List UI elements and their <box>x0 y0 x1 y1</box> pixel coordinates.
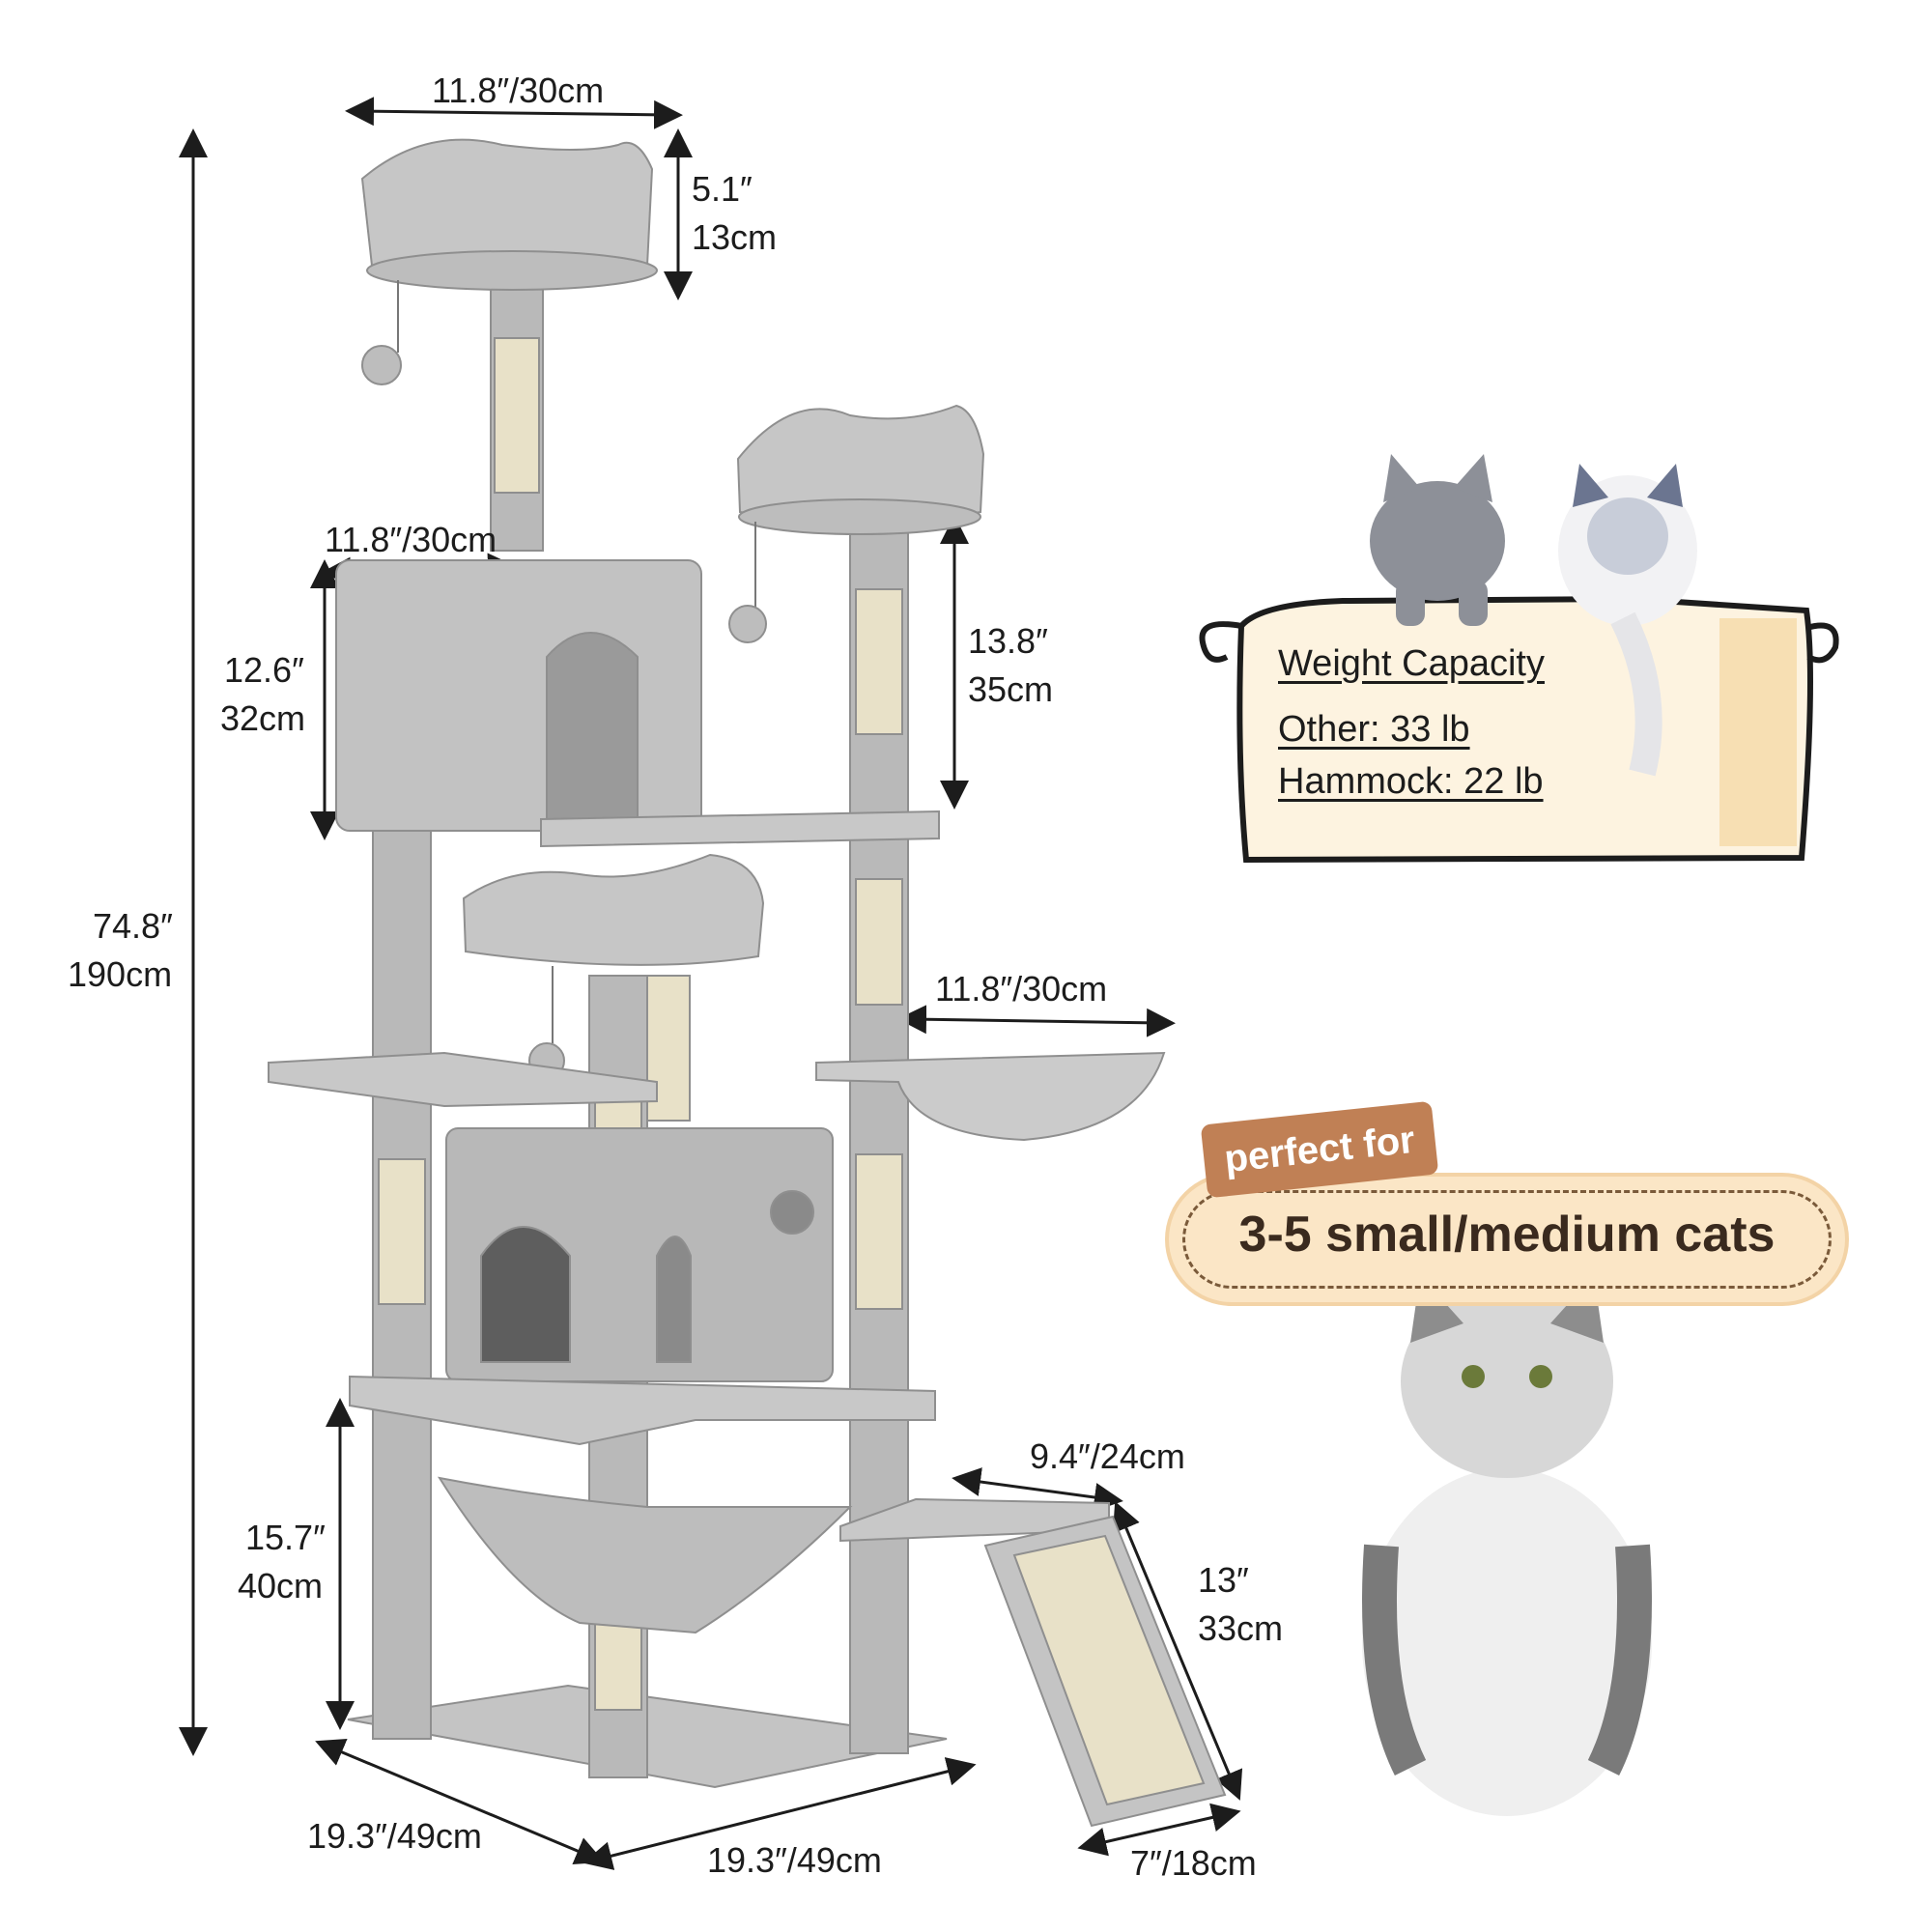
condo-height-in-label: 12.6″ <box>224 650 304 690</box>
weight-capacity-hammock: Hammock: 22 lb <box>1278 761 1544 802</box>
ragdoll-cat-photo <box>1558 464 1697 777</box>
ramp-bottom-width-label: 7″/18cm <box>1130 1843 1257 1883</box>
cat-count-badge: 3-5 small/medium cats <box>1169 1177 1845 1302</box>
top-perch-height-cm-label: 13cm <box>692 217 778 257</box>
lower-condo-peephole <box>770 1190 814 1235</box>
middle-perch <box>462 853 765 966</box>
cat-count-badge-dashed-border <box>1182 1190 1832 1289</box>
ramp-length-cm-label: 33cm <box>1198 1608 1284 1648</box>
cat-count-text: 3-5 small/medium cats <box>1238 1207 1776 1263</box>
weight-capacity-other: Other: 33 lb <box>1278 709 1470 750</box>
ramp-sisal <box>1012 1534 1206 1806</box>
lower-condo-door <box>480 1226 571 1363</box>
post-right-sisal-2 <box>855 878 903 1006</box>
base-width-label: 19.3″/49cm <box>707 1840 882 1880</box>
hammock-height-cm-label: 40cm <box>238 1566 324 1605</box>
total-height-in-label: 74.8″ <box>93 906 173 946</box>
base-depth-label: 19.3″/49cm <box>307 1816 482 1856</box>
left-shelf <box>268 1051 658 1108</box>
pom-toy-1 <box>361 345 402 385</box>
lower-shelf <box>349 1375 936 1446</box>
tabby-cat-photo <box>1362 1275 1652 1816</box>
post-height-in-label: 13.8″ <box>968 621 1048 661</box>
post-right-sisal-3 <box>855 1153 903 1310</box>
weight-capacity-title: Weight Capacity <box>1278 643 1545 684</box>
total-height-cm-label: 190cm <box>68 954 173 994</box>
pom-toy-2 <box>728 605 767 643</box>
post-right-sisal-1 <box>855 588 903 735</box>
post-height-cm-label: 35cm <box>968 669 1054 709</box>
hammock-height-in-label: 15.7″ <box>245 1518 326 1557</box>
upper-shelf <box>540 810 940 848</box>
basket-width-label: 11.8″/30cm <box>935 969 1108 1009</box>
lower-condo-door-side <box>656 1236 692 1363</box>
top-perch-height-in-label: 5.1″ <box>692 169 753 209</box>
basket <box>815 1051 1166 1142</box>
condo-height-cm-label: 32cm <box>220 698 306 738</box>
hammock <box>437 1476 853 1634</box>
ramp-length-in-label: 13″ <box>1198 1560 1249 1600</box>
dimension-arrows <box>179 97 1243 1870</box>
weight-capacity-frame <box>1199 595 1839 864</box>
post-center-top-sisal <box>494 337 540 494</box>
post-left-sisal <box>378 1158 426 1305</box>
upper-condo <box>335 559 702 832</box>
top-platform-width-label: 11.8″/30cm <box>432 71 605 110</box>
ramp-top-width-label: 9.4″/24cm <box>1030 1436 1185 1476</box>
cat-tree <box>268 138 1227 1828</box>
grey-cat-photo <box>1370 454 1505 626</box>
condo-width-label: 11.8″/30cm <box>325 520 497 559</box>
upper-condo-door <box>546 632 639 832</box>
